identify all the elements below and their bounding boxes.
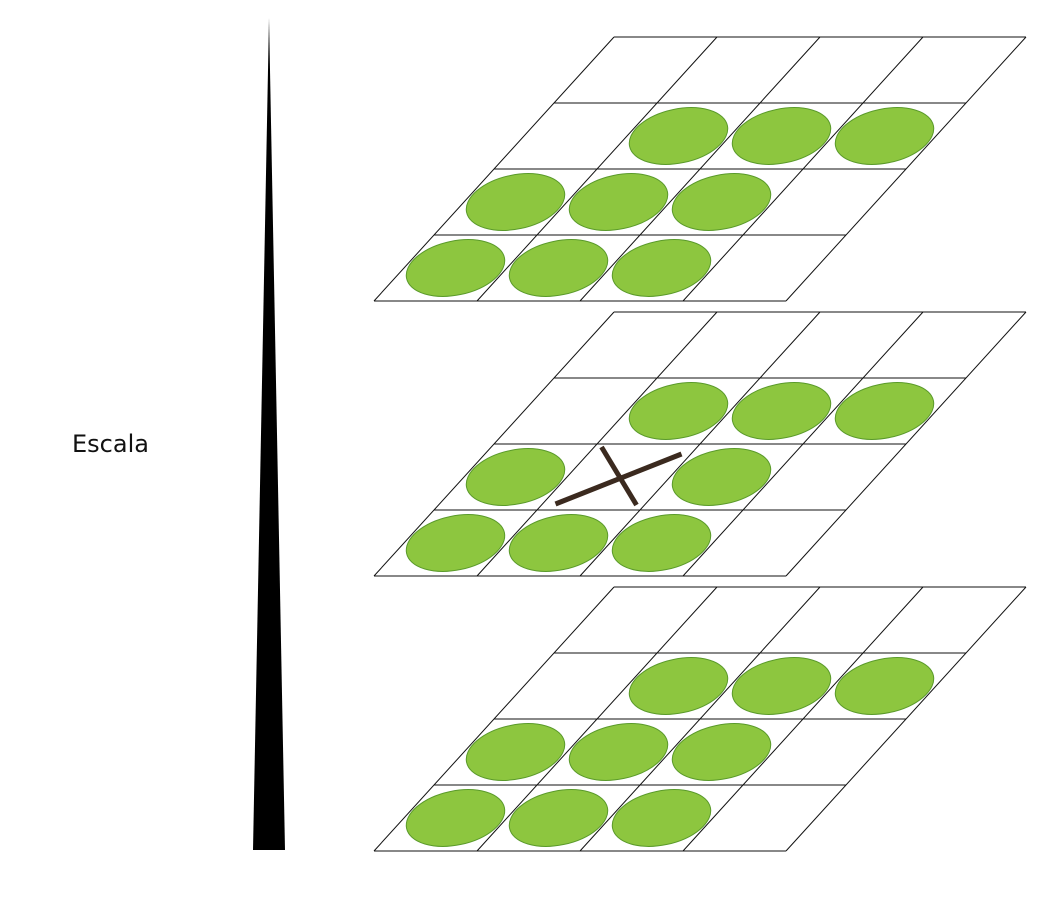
layers-group xyxy=(373,36,1027,852)
grid-col-line xyxy=(785,311,1027,577)
green-ellipse xyxy=(405,239,506,297)
scale-label: Escala xyxy=(72,430,149,458)
green-ellipse xyxy=(465,173,566,231)
grid-col-line xyxy=(373,586,615,852)
cross-stroke xyxy=(599,445,639,507)
layer-top xyxy=(373,36,1027,302)
green-ellipse xyxy=(731,107,832,165)
grid-col-line xyxy=(476,586,718,852)
grid-col-line xyxy=(682,36,924,302)
grid-col-line xyxy=(579,586,821,852)
green-ellipse xyxy=(405,789,506,847)
green-ellipse xyxy=(731,382,832,440)
green-ellipse xyxy=(611,789,712,847)
grid-col-line xyxy=(682,311,924,577)
grid-col-line xyxy=(476,311,718,577)
green-ellipse xyxy=(465,448,566,506)
green-ellipse xyxy=(405,514,506,572)
grid-col-line xyxy=(579,36,821,302)
green-ellipse xyxy=(671,448,772,506)
green-ellipse xyxy=(628,107,729,165)
green-ellipse xyxy=(568,723,669,781)
grid-col-line xyxy=(682,586,924,852)
green-ellipse xyxy=(508,789,609,847)
green-ellipse xyxy=(611,239,712,297)
grid-col-line xyxy=(579,311,821,577)
green-ellipse xyxy=(508,514,609,572)
green-ellipse xyxy=(465,723,566,781)
grid-col-line xyxy=(476,36,718,302)
green-ellipse xyxy=(611,514,712,572)
green-ellipse xyxy=(671,173,772,231)
green-ellipse xyxy=(834,382,935,440)
layer-bottom xyxy=(373,586,1027,852)
green-ellipse xyxy=(731,657,832,715)
cross-mark-icon xyxy=(554,445,683,507)
green-ellipse xyxy=(508,239,609,297)
green-ellipse xyxy=(628,382,729,440)
layer-middle xyxy=(373,311,1027,577)
green-ellipse xyxy=(568,173,669,231)
scale-wedge xyxy=(253,18,285,850)
green-ellipse xyxy=(628,657,729,715)
grid-col-line xyxy=(373,36,615,302)
green-ellipse xyxy=(834,107,935,165)
green-ellipse xyxy=(834,657,935,715)
green-ellipse xyxy=(671,723,772,781)
grid-col-line xyxy=(785,36,1027,302)
grid-col-line xyxy=(785,586,1027,852)
grid-col-line xyxy=(373,311,615,577)
